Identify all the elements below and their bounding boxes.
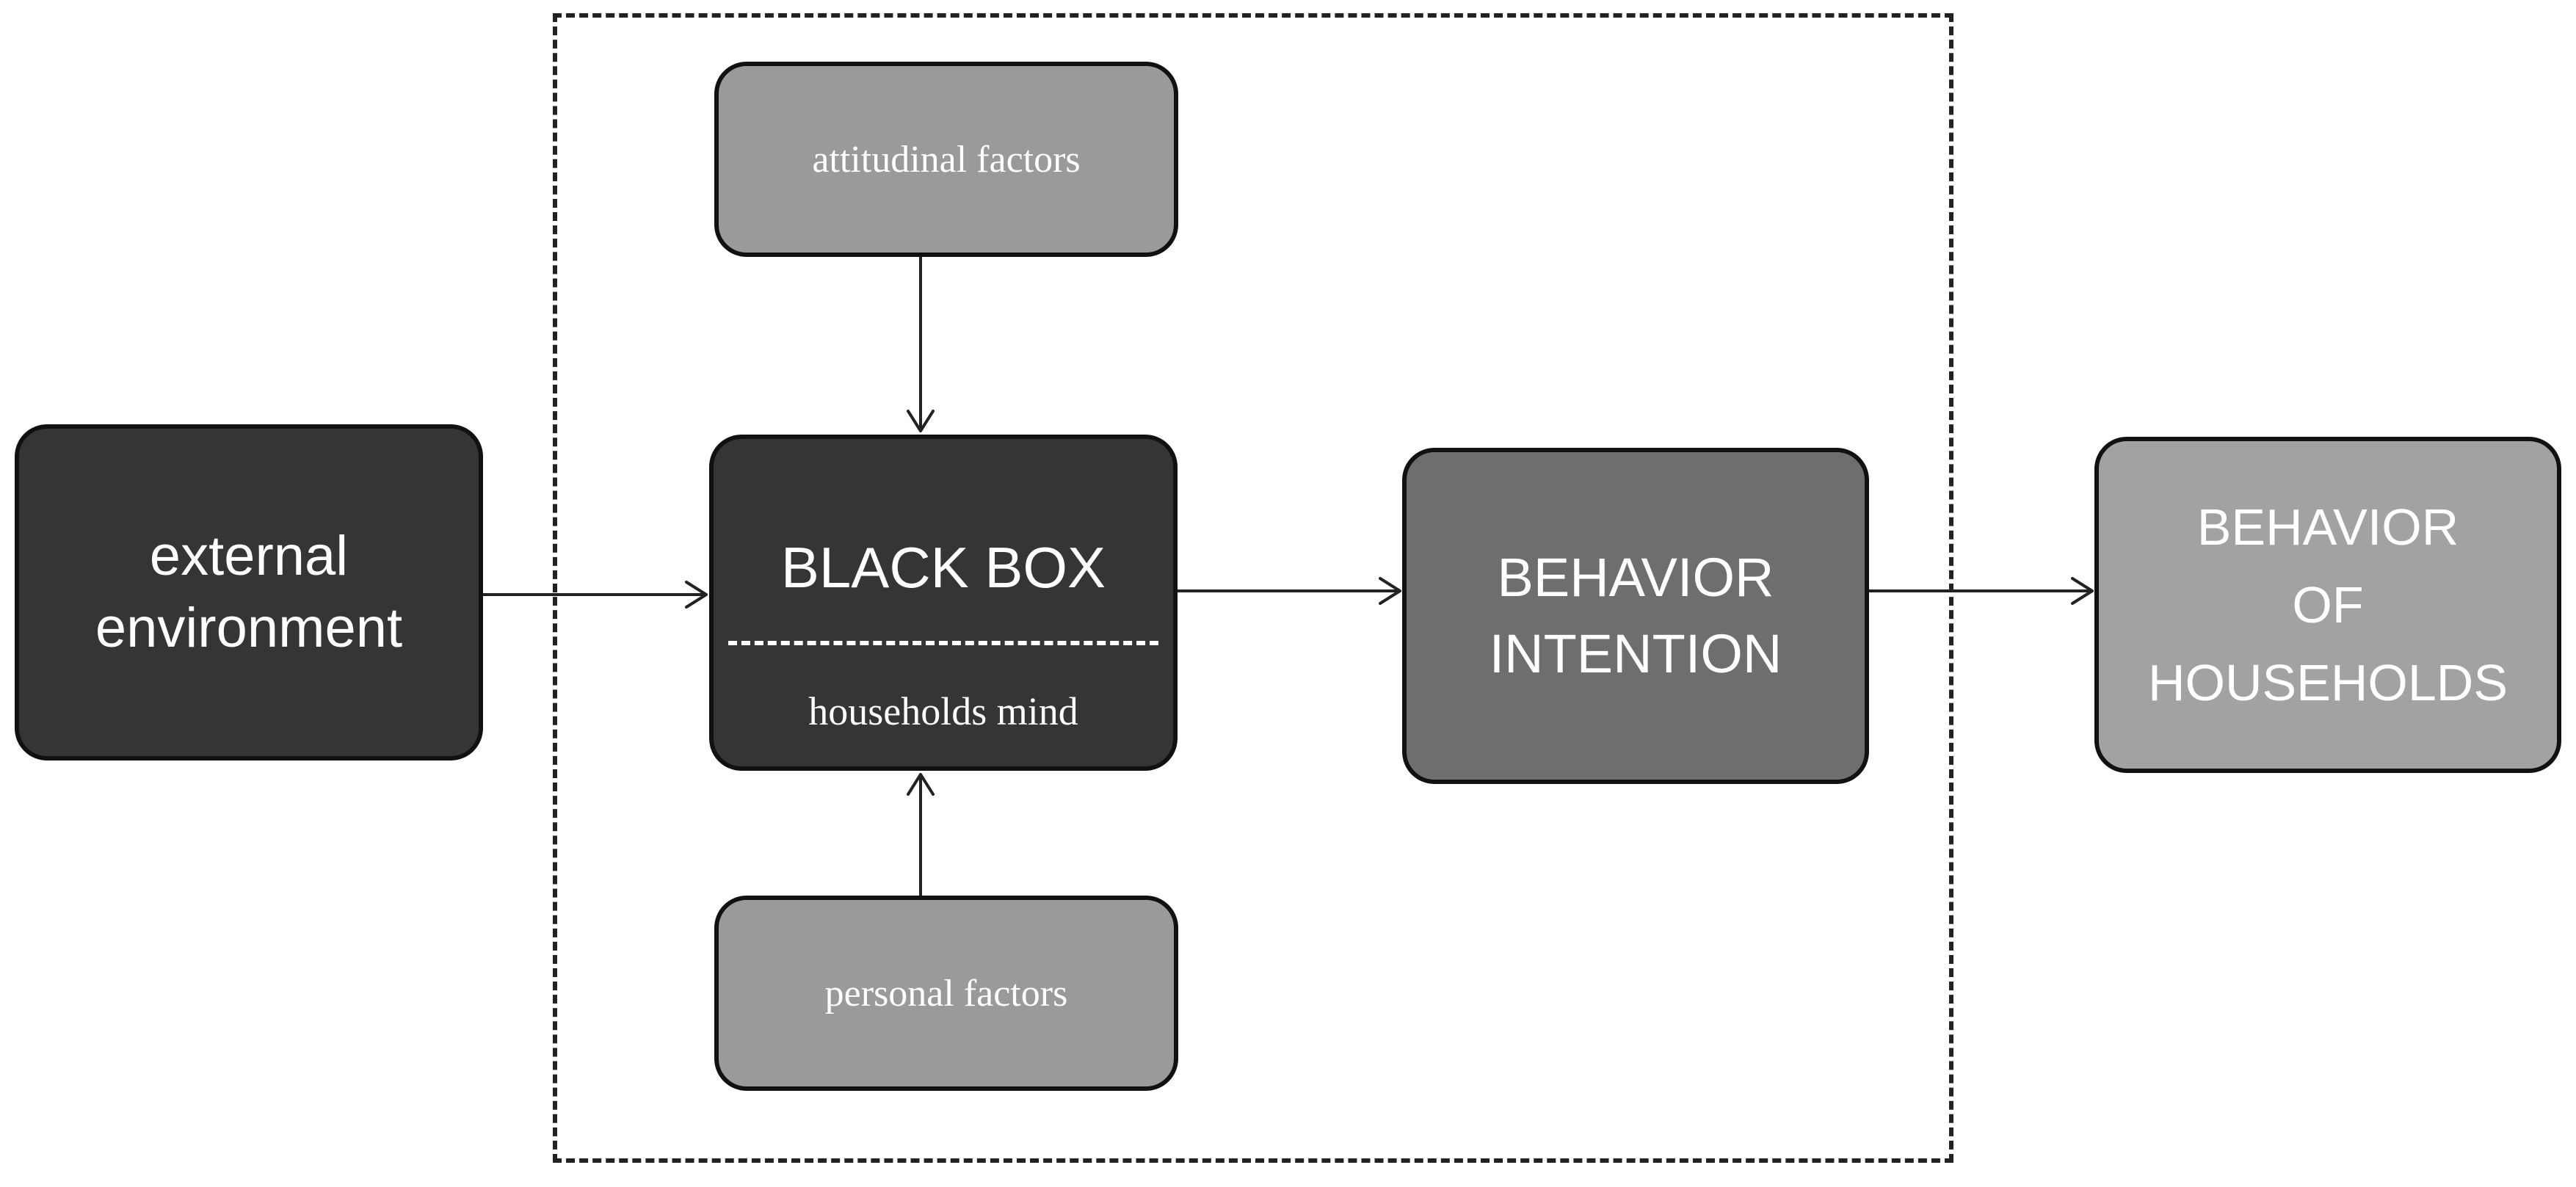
behavior-of-households-node: BEHAVIOR OF HOUSEHOLDS — [2094, 437, 2561, 773]
households-line1: BEHAVIOR — [2196, 498, 2459, 556]
black-box-node: BLACK BOX households mind — [709, 435, 1178, 771]
external-line1: external — [149, 525, 349, 587]
intention-line1: BEHAVIOR — [1497, 547, 1774, 608]
black-box-title: BLACK BOX — [780, 535, 1106, 600]
attitudinal-label: attitudinal factors — [812, 138, 1081, 181]
personal-factors-node: personal factors — [714, 896, 1178, 1091]
intention-line2: INTENTION — [1489, 623, 1782, 684]
behavior-intention-node: BEHAVIOR INTENTION — [1402, 448, 1869, 784]
black-box-subtitle: households mind — [808, 689, 1078, 733]
arrowhead-intention-to-households — [2071, 577, 2094, 605]
households-line3: HOUSEHOLDS — [2147, 654, 2508, 711]
external-environment-node: external environment — [15, 424, 483, 761]
black-box-divider — [728, 641, 1158, 645]
households-boundary-frame — [553, 13, 1953, 1163]
households-line2: OF — [2292, 576, 2364, 634]
personal-label: personal factors — [824, 972, 1068, 1014]
external-line2: environment — [95, 597, 403, 659]
attitudinal-factors-node: attitudinal factors — [714, 62, 1178, 257]
